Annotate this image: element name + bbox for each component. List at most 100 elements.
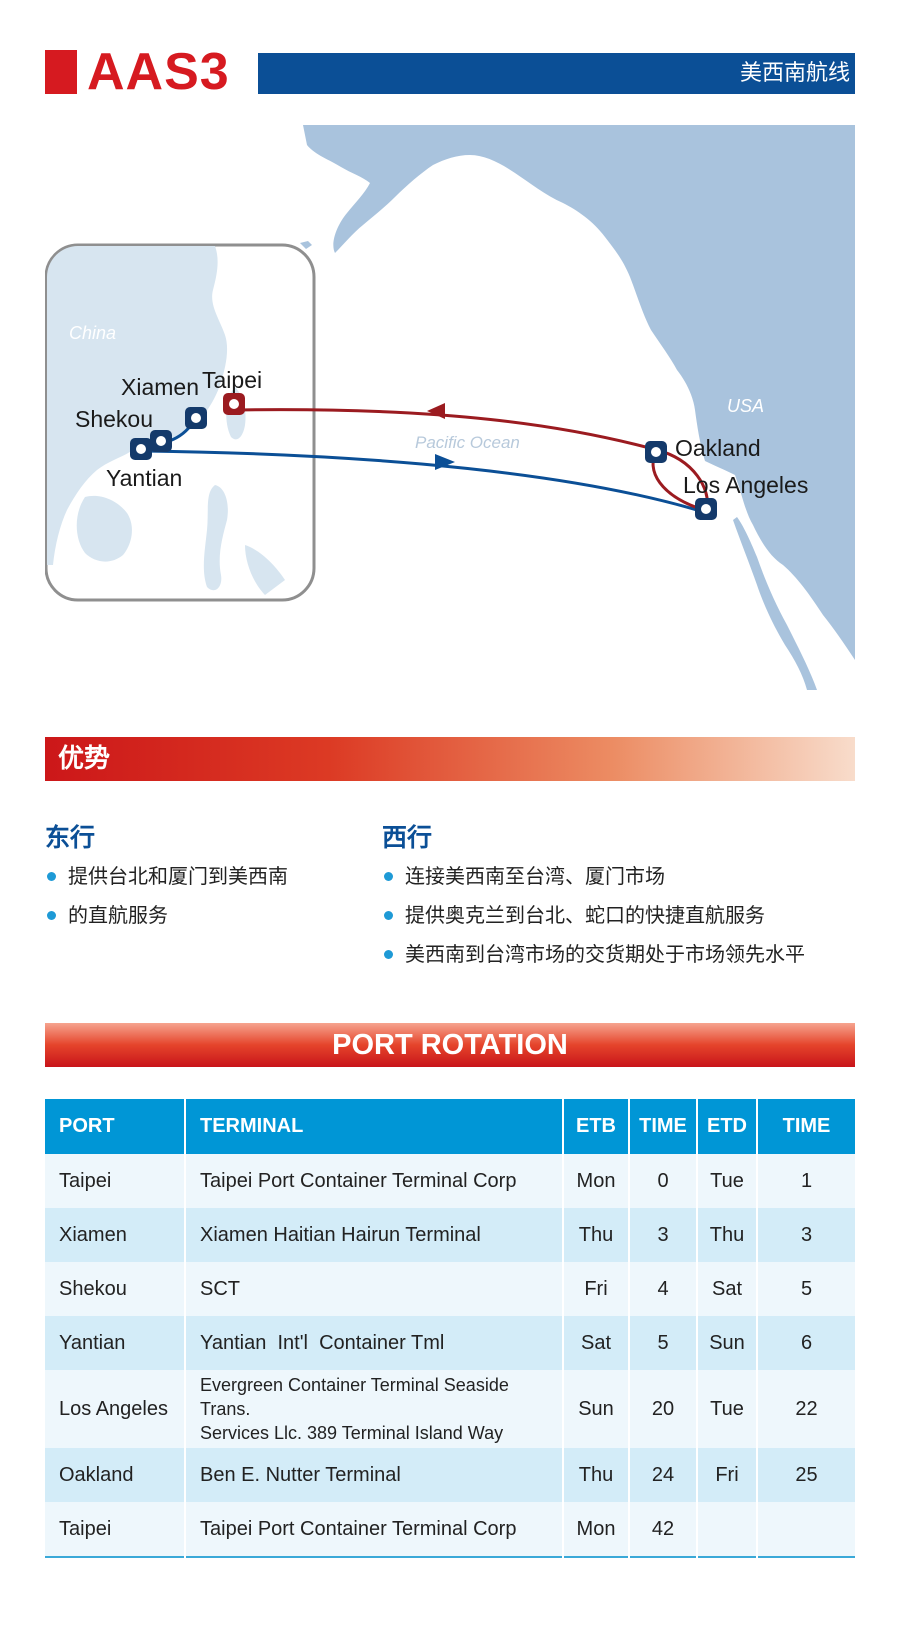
eastbound-list: 提供台北和厦门到美西南 的直航服务	[45, 857, 345, 935]
cell-etd: Fri	[697, 1448, 758, 1502]
cell-etb: Mon	[563, 1154, 630, 1208]
cell-terminal: Ben E. Nutter Terminal	[185, 1448, 564, 1502]
col-header-etb-time: TIME	[629, 1099, 698, 1154]
westbound-title: 西行	[382, 823, 433, 852]
label-xiamen: Xiamen	[121, 374, 199, 400]
cell-etb-time: 42	[629, 1502, 698, 1557]
list-item-continuation: 的直航服务	[45, 896, 345, 935]
port-marker-taipei	[223, 393, 245, 415]
table-header-row: PORT TERMINAL ETB TIME ETD TIME	[45, 1099, 855, 1154]
label-shekou: Shekou	[75, 406, 153, 432]
cell-etd: Sat	[697, 1262, 758, 1316]
port-rotation-table: PORT TERMINAL ETB TIME ETD TIME Taipei T…	[45, 1099, 855, 1558]
cell-terminal: Taipei Port Container Terminal Corp	[185, 1502, 564, 1557]
cell-etb: Thu	[563, 1208, 630, 1262]
cell-etb: Sat	[563, 1316, 630, 1370]
list-item: 提供台北和厦门到美西南	[45, 857, 345, 896]
cell-etb: Mon	[563, 1502, 630, 1557]
cell-etd-time: 6	[757, 1316, 855, 1370]
port-marker-los-angeles	[695, 498, 717, 520]
label-yantian: Yantian	[106, 465, 182, 491]
cell-etd-time: 22	[757, 1370, 855, 1448]
cell-port: Shekou	[45, 1262, 186, 1316]
asia-inset-land	[47, 246, 285, 595]
cell-etd: Sun	[697, 1316, 758, 1370]
header-red-block	[45, 50, 77, 94]
header-blue-bar	[258, 53, 855, 94]
cell-etd-time: 1	[757, 1154, 855, 1208]
port-marker-oakland	[645, 441, 667, 463]
table-row: Taipei Taipei Port Container Terminal Co…	[45, 1502, 855, 1557]
cell-port: Yantian	[45, 1316, 186, 1370]
cell-port: Taipei	[45, 1502, 186, 1557]
cell-etb-time: 24	[629, 1448, 698, 1502]
cell-etd	[697, 1502, 758, 1557]
advantages-title: 优势	[58, 744, 111, 774]
cell-etb-time: 5	[629, 1316, 698, 1370]
eastbound-title: 东行	[45, 823, 96, 852]
cell-etb-time: 3	[629, 1208, 698, 1262]
cell-etd-time: 25	[757, 1448, 855, 1502]
cell-etd: Thu	[697, 1208, 758, 1262]
terminal-line: Evergreen Container Terminal Seaside Tra…	[200, 1375, 509, 1419]
westbound-route	[236, 408, 709, 508]
cell-terminal: Xiamen Haitian Hairun Terminal	[185, 1208, 564, 1262]
baja-land	[733, 517, 817, 690]
label-ocean: Pacific Ocean	[415, 433, 520, 452]
port-rotation-banner	[45, 1023, 855, 1067]
cell-etb: Thu	[563, 1448, 630, 1502]
table-row: Oakland Ben E. Nutter Terminal Thu 24 Fr…	[45, 1448, 855, 1502]
port-marker-xiamen	[185, 407, 207, 429]
col-header-port: PORT	[45, 1099, 186, 1154]
cell-etd-time: 5	[757, 1262, 855, 1316]
cell-terminal: Evergreen Container Terminal Seaside Tra…	[185, 1370, 564, 1448]
cell-etd: Tue	[697, 1370, 758, 1448]
col-header-etd-time: TIME	[757, 1099, 855, 1154]
table-row: Shekou SCT Fri 4 Sat 5	[45, 1262, 855, 1316]
cell-etd: Tue	[697, 1154, 758, 1208]
north-america-land	[303, 125, 855, 660]
cell-etb-time: 0	[629, 1154, 698, 1208]
cell-etd-time	[757, 1502, 855, 1557]
cell-port: Xiamen	[45, 1208, 186, 1262]
cell-terminal: Yantian Int'l Container Tml	[185, 1316, 564, 1370]
port-rotation-title: PORT ROTATION	[332, 1029, 568, 1061]
list-item: 连接美西南至台湾、厦门市场	[382, 857, 862, 896]
advantages-banner	[45, 737, 855, 781]
terminal-line: Services Llc. 389 Terminal Island Way	[200, 1423, 504, 1443]
port-marker-shekou	[150, 430, 172, 452]
westbound-arrow	[427, 403, 445, 419]
cell-etb: Fri	[563, 1262, 630, 1316]
service-subtitle: 美西南航线	[739, 61, 850, 86]
island	[300, 241, 312, 249]
list-item: 提供奥克兰到台北、蛇口的快捷直航服务	[382, 896, 862, 935]
cell-port: Los Angeles	[45, 1370, 186, 1448]
port-marker-yantian	[130, 438, 152, 460]
table-row: Yantian Yantian Int'l Container Tml Sat …	[45, 1316, 855, 1370]
list-item: 美西南到台湾市场的交货期处于市场领先水平	[382, 935, 862, 974]
service-code: AAS3	[87, 43, 230, 101]
route-map-svg: China USA Pacific Ocean Xiamen Taipei Sh…	[45, 125, 855, 690]
label-taipei: Taipei	[202, 367, 262, 393]
cell-etd-time: 3	[757, 1208, 855, 1262]
table-row: Xiamen Xiamen Haitian Hairun Terminal Th…	[45, 1208, 855, 1262]
cell-etb: Sun	[563, 1370, 630, 1448]
eastbound-route	[144, 449, 708, 515]
table-row: Los Angeles Evergreen Container Terminal…	[45, 1370, 855, 1448]
cell-etb-time: 20	[629, 1370, 698, 1448]
label-los-angeles: Los Angeles	[683, 472, 808, 498]
cell-terminal: Taipei Port Container Terminal Corp	[185, 1154, 564, 1208]
eastbound-arrow	[435, 454, 455, 470]
cell-port: Oakland	[45, 1448, 186, 1502]
col-header-terminal: TERMINAL	[185, 1099, 564, 1154]
cell-port: Taipei	[45, 1154, 186, 1208]
label-china: China	[69, 323, 116, 343]
cell-terminal: SCT	[185, 1262, 564, 1316]
table-row: Taipei Taipei Port Container Terminal Co…	[45, 1154, 855, 1208]
col-header-etd: ETD	[697, 1099, 758, 1154]
label-oakland: Oakland	[675, 435, 761, 461]
route-map: China USA Pacific Ocean Xiamen Taipei Sh…	[45, 125, 855, 690]
westbound-list: 连接美西南至台湾、厦门市场 提供奥克兰到台北、蛇口的快捷直航服务 美西南到台湾市…	[382, 857, 862, 974]
label-usa: USA	[727, 396, 764, 416]
cell-etb-time: 4	[629, 1262, 698, 1316]
